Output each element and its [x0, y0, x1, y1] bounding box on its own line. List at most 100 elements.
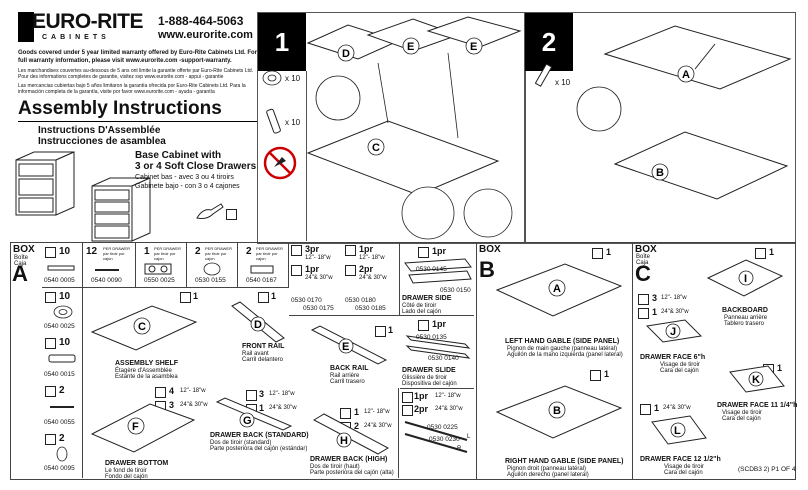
product-title-1: Base Cabinet with — [135, 150, 222, 161]
hw-checkbox-8[interactable] — [45, 386, 56, 397]
part-h-fr: Dos de tiroir (haut) — [310, 464, 360, 470]
dowel-icon — [266, 108, 281, 134]
rail-r: R — [457, 446, 462, 452]
clip-checkbox-2[interactable] — [291, 265, 302, 276]
drawer-slide-checkbox[interactable] — [418, 320, 429, 331]
box-a-label-fr: Boîte — [14, 255, 29, 261]
part-b-checkbox[interactable] — [590, 370, 601, 381]
part-g-checkbox-1[interactable] — [246, 390, 257, 401]
hw-cell-4: 2 PER DRAWER par tiroir por cajon 0530 0… — [187, 243, 238, 288]
hw-cell-2: 12 PER DRAWER par tiroir por cajon 0540 … — [83, 243, 136, 288]
product-checkbox[interactable] — [226, 209, 237, 220]
clip-qty-2: 1pr — [305, 264, 320, 274]
svg-text:I: I — [744, 273, 747, 285]
part-l-checkbox[interactable] — [640, 404, 651, 415]
clip-checkbox-1[interactable] — [291, 245, 302, 256]
clip-size-1: 12"- 18"w — [305, 255, 331, 261]
part-l-size: 24"& 30"w — [663, 405, 691, 411]
part-c-qty: 1 — [193, 291, 199, 301]
svg-text:L: L — [674, 425, 681, 437]
rail-code-1: 0530 0225 — [427, 424, 458, 431]
svg-text:J: J — [670, 326, 676, 338]
hw-cell-1: 10 0540 0005 — [42, 243, 83, 288]
part-i-es: Tablero trasero — [724, 321, 765, 327]
part-d-fr: Rail avant — [242, 351, 269, 357]
part-e-checkbox[interactable] — [375, 326, 386, 337]
drawer-side-checkbox[interactable] — [418, 247, 429, 258]
title-es: Instrucciones de asamblea — [38, 136, 166, 147]
drawer-face-12-illustration: L — [651, 415, 707, 445]
hw-checkbox-9[interactable] — [45, 434, 56, 445]
part-f-size-2: 24"& 30"w — [180, 402, 208, 408]
clip-qty-3: 1pr — [359, 244, 374, 254]
hw-cell-5: 2 PER DRAWER par tiroir por cajon 0540 0… — [238, 243, 289, 288]
drawer-side-cell: 1pr 0530 0145 0530 0150 DRAWER SIDE Côté… — [400, 243, 474, 316]
part-k-es: Cara del cajón — [722, 416, 761, 422]
clip-checkbox-3[interactable] — [345, 245, 356, 256]
hw-code-3: 0550 0025 — [144, 277, 175, 284]
clip-size-4: 24"& 30"w — [359, 275, 387, 281]
right-gable-illustration: B — [495, 385, 623, 439]
part-g-label: DRAWER BACK (STANDARD) — [210, 432, 309, 439]
part-l-label: DRAWER FACE 12 1/2"h — [640, 456, 721, 463]
screw-icon — [50, 406, 74, 408]
hw-qty-5: 2 — [246, 246, 252, 257]
clip-checkbox-4[interactable] — [345, 265, 356, 276]
box-c-label: BOX — [635, 244, 657, 255]
part-j-fr: Visage de tiroir — [660, 362, 700, 368]
part-d-label: D — [342, 48, 350, 60]
step2-qty: x 10 — [555, 78, 571, 87]
cam-lock-icon — [203, 262, 221, 276]
part-a-es: Aguilón de la mano izquierda (panel late… — [507, 352, 623, 358]
part-i-checkbox[interactable] — [755, 248, 766, 259]
rail-checkbox-1[interactable] — [402, 392, 413, 403]
hw-checkbox-1[interactable] — [45, 247, 56, 258]
part-j-size-2: 24"& 30"w — [661, 309, 689, 315]
svg-text:G: G — [243, 415, 252, 427]
part-b-fr: Pignon droit (panneau latéral) — [507, 466, 587, 472]
box-b-letter: B — [479, 257, 495, 282]
part-f-qty-2: 3 — [169, 400, 175, 410]
part-j-checkbox-1[interactable] — [638, 294, 649, 305]
part-g-fr: Dos de tiroir (standard) — [210, 440, 272, 446]
drawer-side-code-1: 0530 0145 — [416, 266, 447, 273]
part-j-size-1: 12"- 18"w — [661, 295, 687, 301]
hw-checkbox-6[interactable] — [45, 292, 56, 303]
step1-badge: 1 — [258, 13, 306, 71]
part-a-checkbox[interactable] — [592, 248, 603, 259]
hw-checkbox-7[interactable] — [45, 338, 56, 349]
hw-per-3: PER DRAWER par tiroir por cajon — [154, 246, 181, 261]
phone-number: 1-888-464-5063 — [158, 14, 244, 28]
logo-subtext: CABINETS — [42, 34, 110, 41]
step1-qty-cam: x 10 — [285, 74, 301, 83]
part-d-qty: 1 — [271, 291, 277, 301]
clip-icon — [250, 265, 274, 274]
part-d-checkbox[interactable] — [258, 292, 269, 303]
part-c-checkbox[interactable] — [180, 292, 191, 303]
part-g-size-2: 24"& 30"w — [269, 405, 297, 411]
part-g-es: Parte posteriora del cajón (estándar) — [210, 446, 308, 452]
part-h-checkbox-1[interactable] — [340, 408, 351, 419]
box-a-letter: A — [12, 261, 28, 286]
warranty-en: Goods covered under 5 year limited warra… — [18, 50, 258, 64]
rail-checkbox-2[interactable] — [402, 405, 413, 416]
hw-per-2: PER DRAWER par tiroir por cajon — [103, 246, 130, 261]
part-j-checkbox-2[interactable] — [638, 308, 649, 319]
part-f-checkbox-1[interactable] — [155, 387, 166, 398]
hw-per-4: PER DRAWER par tiroir por cajon — [205, 246, 232, 261]
hw-code-8: 0540 0055 — [44, 419, 75, 426]
svg-text:C: C — [138, 321, 146, 333]
clip-code-3: 0530 0180 — [345, 297, 376, 304]
step2-panel — [524, 12, 796, 244]
step1-panel — [257, 12, 526, 244]
drawer-face-6-illustration: J — [645, 319, 703, 343]
part-c-label: ASSEMBLY SHELF — [115, 360, 179, 367]
hw-code-1: 0540 0005 — [44, 277, 75, 284]
drawer-back-standard-illustration: G — [215, 397, 293, 431]
cam-lock-icon — [53, 305, 73, 319]
part-b-label: RIGHT HAND GABLE (SIDE PANEL) — [505, 458, 624, 465]
drawer-side-fr: Côté de tiroir — [402, 303, 437, 309]
drawer-side-illustration — [404, 258, 472, 284]
part-f-size-1: 12"- 18"w — [180, 388, 206, 394]
clip-qty-4: 2pr — [359, 264, 374, 274]
